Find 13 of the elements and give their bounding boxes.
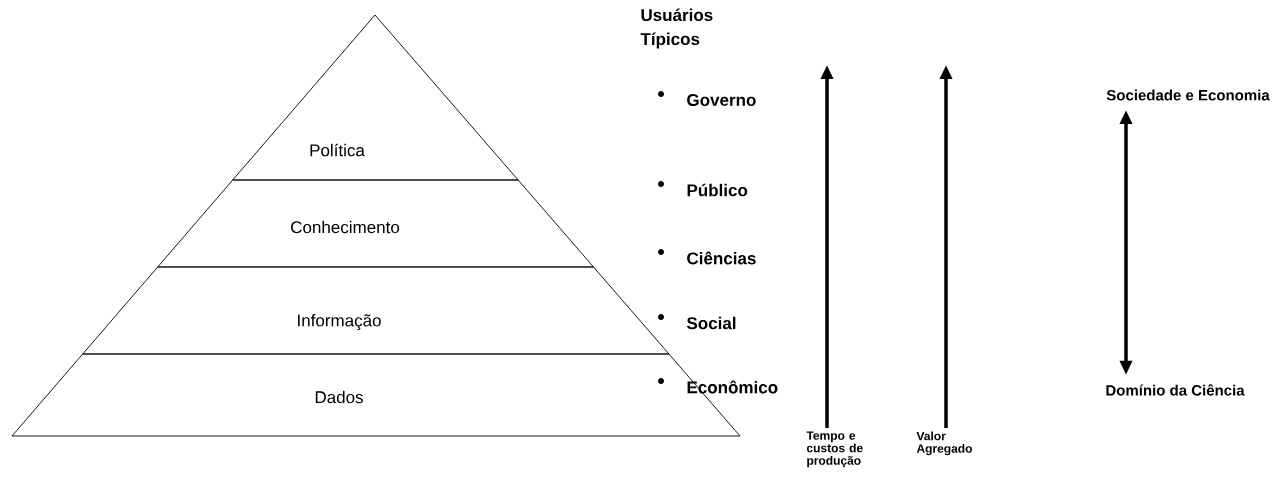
bullet-item: Ciências [687,251,756,265]
heading: Usuários Típicos [640,8,713,49]
axis-caption: Valor Agregado [916,431,972,456]
axis-caption: Domínio da Ciência [1106,384,1245,396]
bullet-item: Governo [687,93,756,106]
bullet-item: Econômico [687,380,778,394]
pyramid-level: Política [232,14,519,181]
axis-caption: Sociedade e Economia [1106,89,1270,101]
pyramid-level: Informação [82,266,670,355]
bullet-item: Público [687,183,748,197]
axis-caption: Tempo e custos de produção [806,431,863,468]
bullet-item: Social [686,316,736,330]
pyramid-level: Conhecimento [157,179,594,268]
